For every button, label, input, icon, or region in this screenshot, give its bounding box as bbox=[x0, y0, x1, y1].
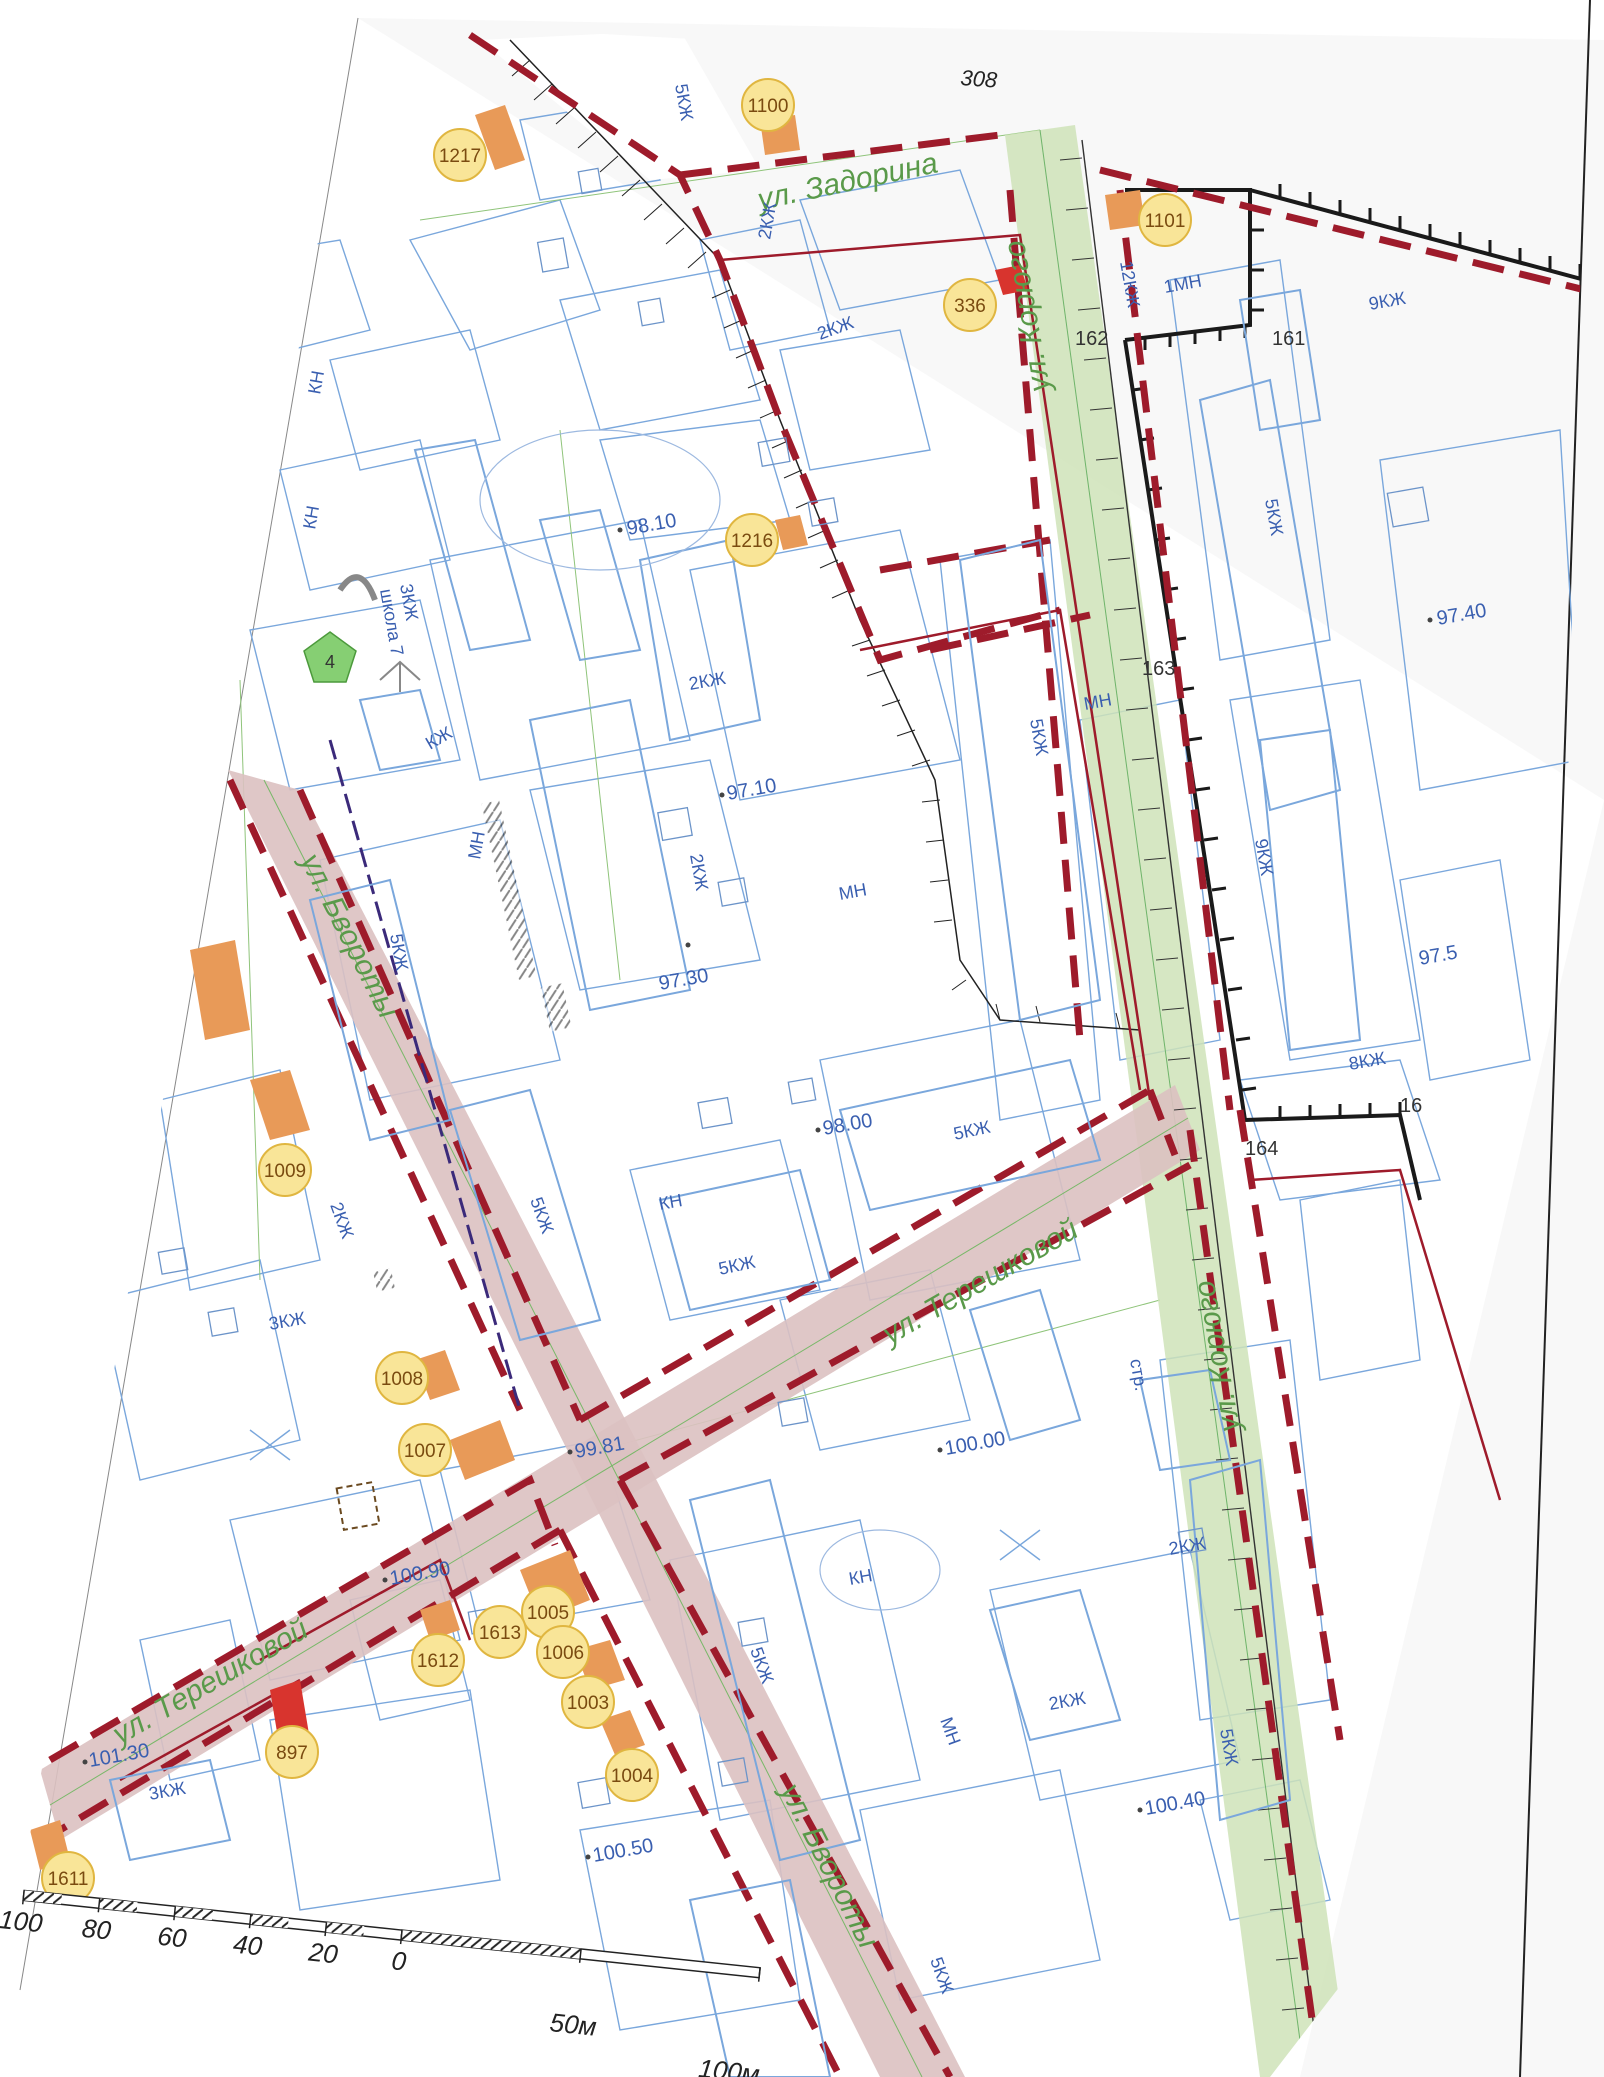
map-content: ул. Задорина ул. Корюго ул. Терешковой у… bbox=[30, 30, 1585, 2077]
scale-tick-80: 80 bbox=[81, 1913, 113, 1946]
small-buildings bbox=[157, 167, 1430, 1809]
svg-text:1007: 1007 bbox=[404, 1441, 446, 1462]
road-bvoroty-axis bbox=[263, 779, 923, 2077]
road-bvoroty bbox=[228, 770, 965, 2077]
building-labels: 5КЖ 1МН 12КЖ 2КЖ 2КЖ КН КН 9КЖ 5КЖ 3КЖ ш… bbox=[147, 82, 1407, 1996]
label-b1mn-b: МН bbox=[1082, 689, 1113, 714]
marker-1006[interactable]: 1006 bbox=[536, 1625, 590, 1679]
svg-text:1003: 1003 bbox=[567, 1693, 609, 1714]
cross-mark bbox=[249, 1429, 291, 1461]
cross-mark-2 bbox=[999, 1529, 1041, 1561]
svg-text:1611: 1611 bbox=[48, 1869, 89, 1890]
boundary-point-numbers: 162 161 163 164 16 bbox=[1075, 328, 1422, 1160]
bpoint-162: 162 bbox=[1075, 328, 1108, 350]
poi-marker-4[interactable]: 4 bbox=[303, 631, 357, 683]
page-number: 308 bbox=[960, 65, 999, 93]
building-outlines bbox=[108, 288, 1362, 2077]
svg-text:1216: 1216 bbox=[731, 531, 773, 552]
marker-336[interactable]: 336 bbox=[943, 278, 997, 332]
planned-building bbox=[335, 1481, 381, 1531]
red-solid-lines bbox=[119, 233, 1502, 1782]
svg-text:336: 336 bbox=[954, 296, 986, 317]
bpoint-164: 164 bbox=[1245, 1138, 1278, 1160]
svg-text:897: 897 bbox=[276, 1743, 308, 1764]
svg-text:1004: 1004 bbox=[611, 1766, 654, 1787]
label-bkn-a: КН bbox=[304, 369, 328, 396]
scale-mid-50m: 50м bbox=[548, 2007, 598, 2042]
marker-1101[interactable]: 1101 bbox=[1138, 193, 1192, 247]
marker-897[interactable]: 897 bbox=[265, 1725, 319, 1779]
marker-1216[interactable]: 1216 bbox=[725, 513, 779, 567]
bpoint-163: 163 bbox=[1142, 658, 1175, 680]
svg-text:1005: 1005 bbox=[527, 1603, 569, 1624]
tree-symbol bbox=[379, 660, 421, 692]
bpoint-161: 161 bbox=[1272, 328, 1305, 350]
label-bkn-b: КН bbox=[299, 504, 323, 531]
red-dashed-boundaries bbox=[48, 32, 1585, 2077]
label-bmn-a: МН bbox=[464, 830, 489, 861]
marker-1100[interactable]: 1100 bbox=[741, 78, 795, 132]
highlighted-buildings bbox=[30, 105, 1145, 1870]
marker-1004[interactable]: 1004 bbox=[605, 1748, 659, 1802]
label-bmn-c: МН bbox=[837, 879, 868, 904]
label-bkn-d: КН bbox=[657, 1190, 684, 1214]
marker-1611[interactable]: 1611 bbox=[41, 1851, 95, 1905]
sheet-edge-right bbox=[1519, 0, 1591, 2077]
label-bkn-c: КН bbox=[847, 1565, 874, 1589]
marker-1003[interactable]: 1003 bbox=[561, 1675, 615, 1729]
elevation-points bbox=[82, 527, 1433, 1860]
marker-1009[interactable]: 1009 bbox=[258, 1143, 312, 1197]
svg-text:1613: 1613 bbox=[479, 1623, 521, 1644]
road-zadorina-bg bbox=[480, 30, 760, 180]
road-tereshkovoy bbox=[40, 1085, 1200, 1840]
hatched-boundary bbox=[509, 39, 1141, 1031]
svg-text:1217: 1217 bbox=[439, 146, 481, 167]
marker-1007[interactable]: 1007 bbox=[398, 1423, 452, 1477]
svg-text:1612: 1612 bbox=[417, 1651, 459, 1672]
scale-bar: 100 80 60 40 20 0 50м 100м bbox=[0, 1889, 761, 2077]
svg-text:1101: 1101 bbox=[1145, 211, 1186, 232]
svg-text:4: 4 bbox=[325, 652, 335, 672]
scale-tick-40: 40 bbox=[232, 1929, 264, 1962]
koryugo-hatched-line bbox=[1081, 139, 1321, 2077]
svg-text:1100: 1100 bbox=[748, 96, 789, 117]
garage-hatches bbox=[373, 800, 572, 1292]
bpoint-16: 16 bbox=[1400, 1095, 1422, 1117]
road-tereshkovoy-axis bbox=[49, 1117, 1189, 1806]
scale-tick-100: 100 bbox=[0, 1904, 45, 1938]
scale-tick-60: 60 bbox=[156, 1921, 188, 1954]
svg-text:1006: 1006 bbox=[542, 1643, 584, 1664]
scale-tick-0: 0 bbox=[390, 1945, 408, 1976]
paper-shadow bbox=[358, 18, 1604, 2077]
courtyard-outline-2 bbox=[819, 1529, 941, 1611]
scale-tick-20: 20 bbox=[306, 1936, 339, 1969]
marker-1613[interactable]: 1613 bbox=[473, 1605, 527, 1659]
parcel-lines bbox=[99, 99, 1581, 2031]
koryugo-ticks bbox=[1059, 157, 1311, 2061]
marker-1008[interactable]: 1008 bbox=[375, 1351, 429, 1405]
svg-text:1008: 1008 bbox=[381, 1369, 423, 1390]
marker-1005[interactable]: 1005 bbox=[521, 1585, 575, 1639]
svg-text:1009: 1009 bbox=[264, 1161, 306, 1182]
marker-1612[interactable]: 1612 bbox=[411, 1633, 465, 1687]
purple-line bbox=[328, 739, 522, 1411]
school-symbol bbox=[337, 574, 378, 602]
courtyard-outline bbox=[479, 429, 721, 571]
marker-1217[interactable]: 1217 bbox=[433, 128, 487, 182]
object-markers: 1100 1217 1101 336 1216 1009 1008 1007 1… bbox=[41, 78, 1192, 1905]
